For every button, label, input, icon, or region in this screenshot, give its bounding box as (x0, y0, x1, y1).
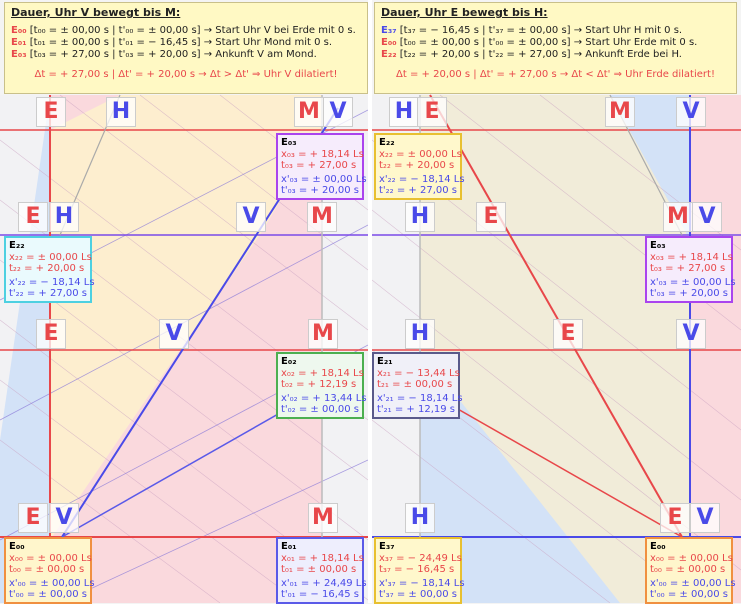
event-box-e03: E₀₃ x₀₃ = + 18,14 Ls t₀₃ = + 27,00 s x'₀… (276, 133, 367, 200)
right-row-3: E₂₂ [t₂₂ = + 20,00 s | t'₂₂ = + 27,00 s]… (381, 49, 682, 60)
label-h: H (405, 503, 435, 533)
label-earth: E (553, 319, 583, 349)
event-box-e22: E₂₂ x₂₂ = ± 00,00 Ls t₂₂ = + 20,00 s x'₂… (374, 133, 465, 200)
event-box-e03: E₀₃ x₀₃ = + 18,14 Ls t₀₃ = + 27,00 s x'₀… (645, 236, 736, 303)
label-vessel: V (676, 319, 706, 349)
label-h: H (405, 202, 435, 232)
right-row-2: E₀₀ [t₀₀ = ± 00,00 s | t'₀₀ = ± 00,00 s]… (381, 37, 698, 48)
label-vessel: V (676, 97, 706, 127)
label-moon: M (308, 503, 338, 533)
event-box-e00: E₀₀ x₀₀ = ± 00,00 Ls t₀₀ = ± 00,00 s x'₀… (645, 537, 736, 604)
right-info-panel: Dauer, Uhr E bewegt bis H: E₃₇ [t₃₇ = − … (374, 2, 737, 94)
left-row-3: E₀₃ [t₀₃ = + 27,00 s | t'₀₃ = + 20,00 s]… (11, 49, 317, 60)
label-earth: E (18, 202, 48, 232)
label-moon: M (308, 319, 338, 349)
label-earth: E (476, 202, 506, 232)
label-vessel: V (159, 319, 189, 349)
label-h: H (106, 97, 136, 127)
label-vessel: V (692, 202, 722, 232)
label-moon: M (605, 97, 635, 127)
event-box-e37: E₃₇ x₃₇ = − 24,49 Ls t₃₇ = − 16,45 s x'₃… (374, 537, 465, 604)
event-box-e22: E₂₂ x₂₂ = ± 00,00 Ls t₂₂ = + 20,00 s x'₂… (4, 236, 95, 303)
left-summary: Δt = + 27,00 s | Δt' = + 20,00 s → Δt > … (34, 69, 338, 80)
event-box-e21: E₂₁ x₂₁ = − 13,44 Ls t₂₁ = ± 00,00 s x'₂… (372, 352, 463, 419)
label-moon: M (294, 97, 324, 127)
label-h: H (49, 202, 79, 232)
event-box-e02: E₀₂ x₀₂ = + 18,14 Ls t₀₂ = + 12,19 s x'₀… (276, 352, 367, 419)
label-vessel: V (49, 503, 79, 533)
label-h: H (389, 97, 419, 127)
left-info-panel: Dauer, Uhr V bewegt bis M: E₀₀ [t₀₀ = ± … (4, 2, 368, 94)
label-earth: E (36, 97, 66, 127)
right-summary: Δt = + 20,00 s | Δt' = + 27,00 s → Δt < … (396, 69, 715, 80)
label-h: H (405, 319, 435, 349)
right-panel-title: Dauer, Uhr E bewegt bis H: (381, 6, 548, 19)
label-vessel: V (690, 503, 720, 533)
label-earth: E (36, 319, 66, 349)
label-vessel: V (236, 202, 266, 232)
right-row-1: E₃₇ [t₃₇ = − 16,45 s | t'₃₇ = ± 00,00 s]… (381, 25, 683, 36)
label-moon: M (307, 202, 337, 232)
left-row-2: E₀₁ [t₀₁ = ± 00,00 s | t'₀₁ = − 16,45 s]… (11, 37, 333, 48)
label-vessel: V (323, 97, 353, 127)
event-box-e00: E₀₀ x₀₀ = ± 00,00 Ls t₀₀ = ± 00,00 s x'₀… (4, 537, 95, 604)
label-earth: E (18, 503, 48, 533)
left-row-1: E₀₀ [t₀₀ = ± 00,00 s | t'₀₀ = ± 00,00 s]… (11, 25, 356, 36)
label-earth: E (417, 97, 447, 127)
event-box-e01: E₀₁ x₀₁ = + 18,14 Ls t₀₁ = ± 00,00 s x'₀… (276, 537, 367, 604)
label-moon: M (663, 202, 693, 232)
label-earth: E (660, 503, 690, 533)
right-earth-worldline (429, 94, 683, 538)
left-panel-title: Dauer, Uhr V bewegt bis M: (11, 6, 181, 19)
